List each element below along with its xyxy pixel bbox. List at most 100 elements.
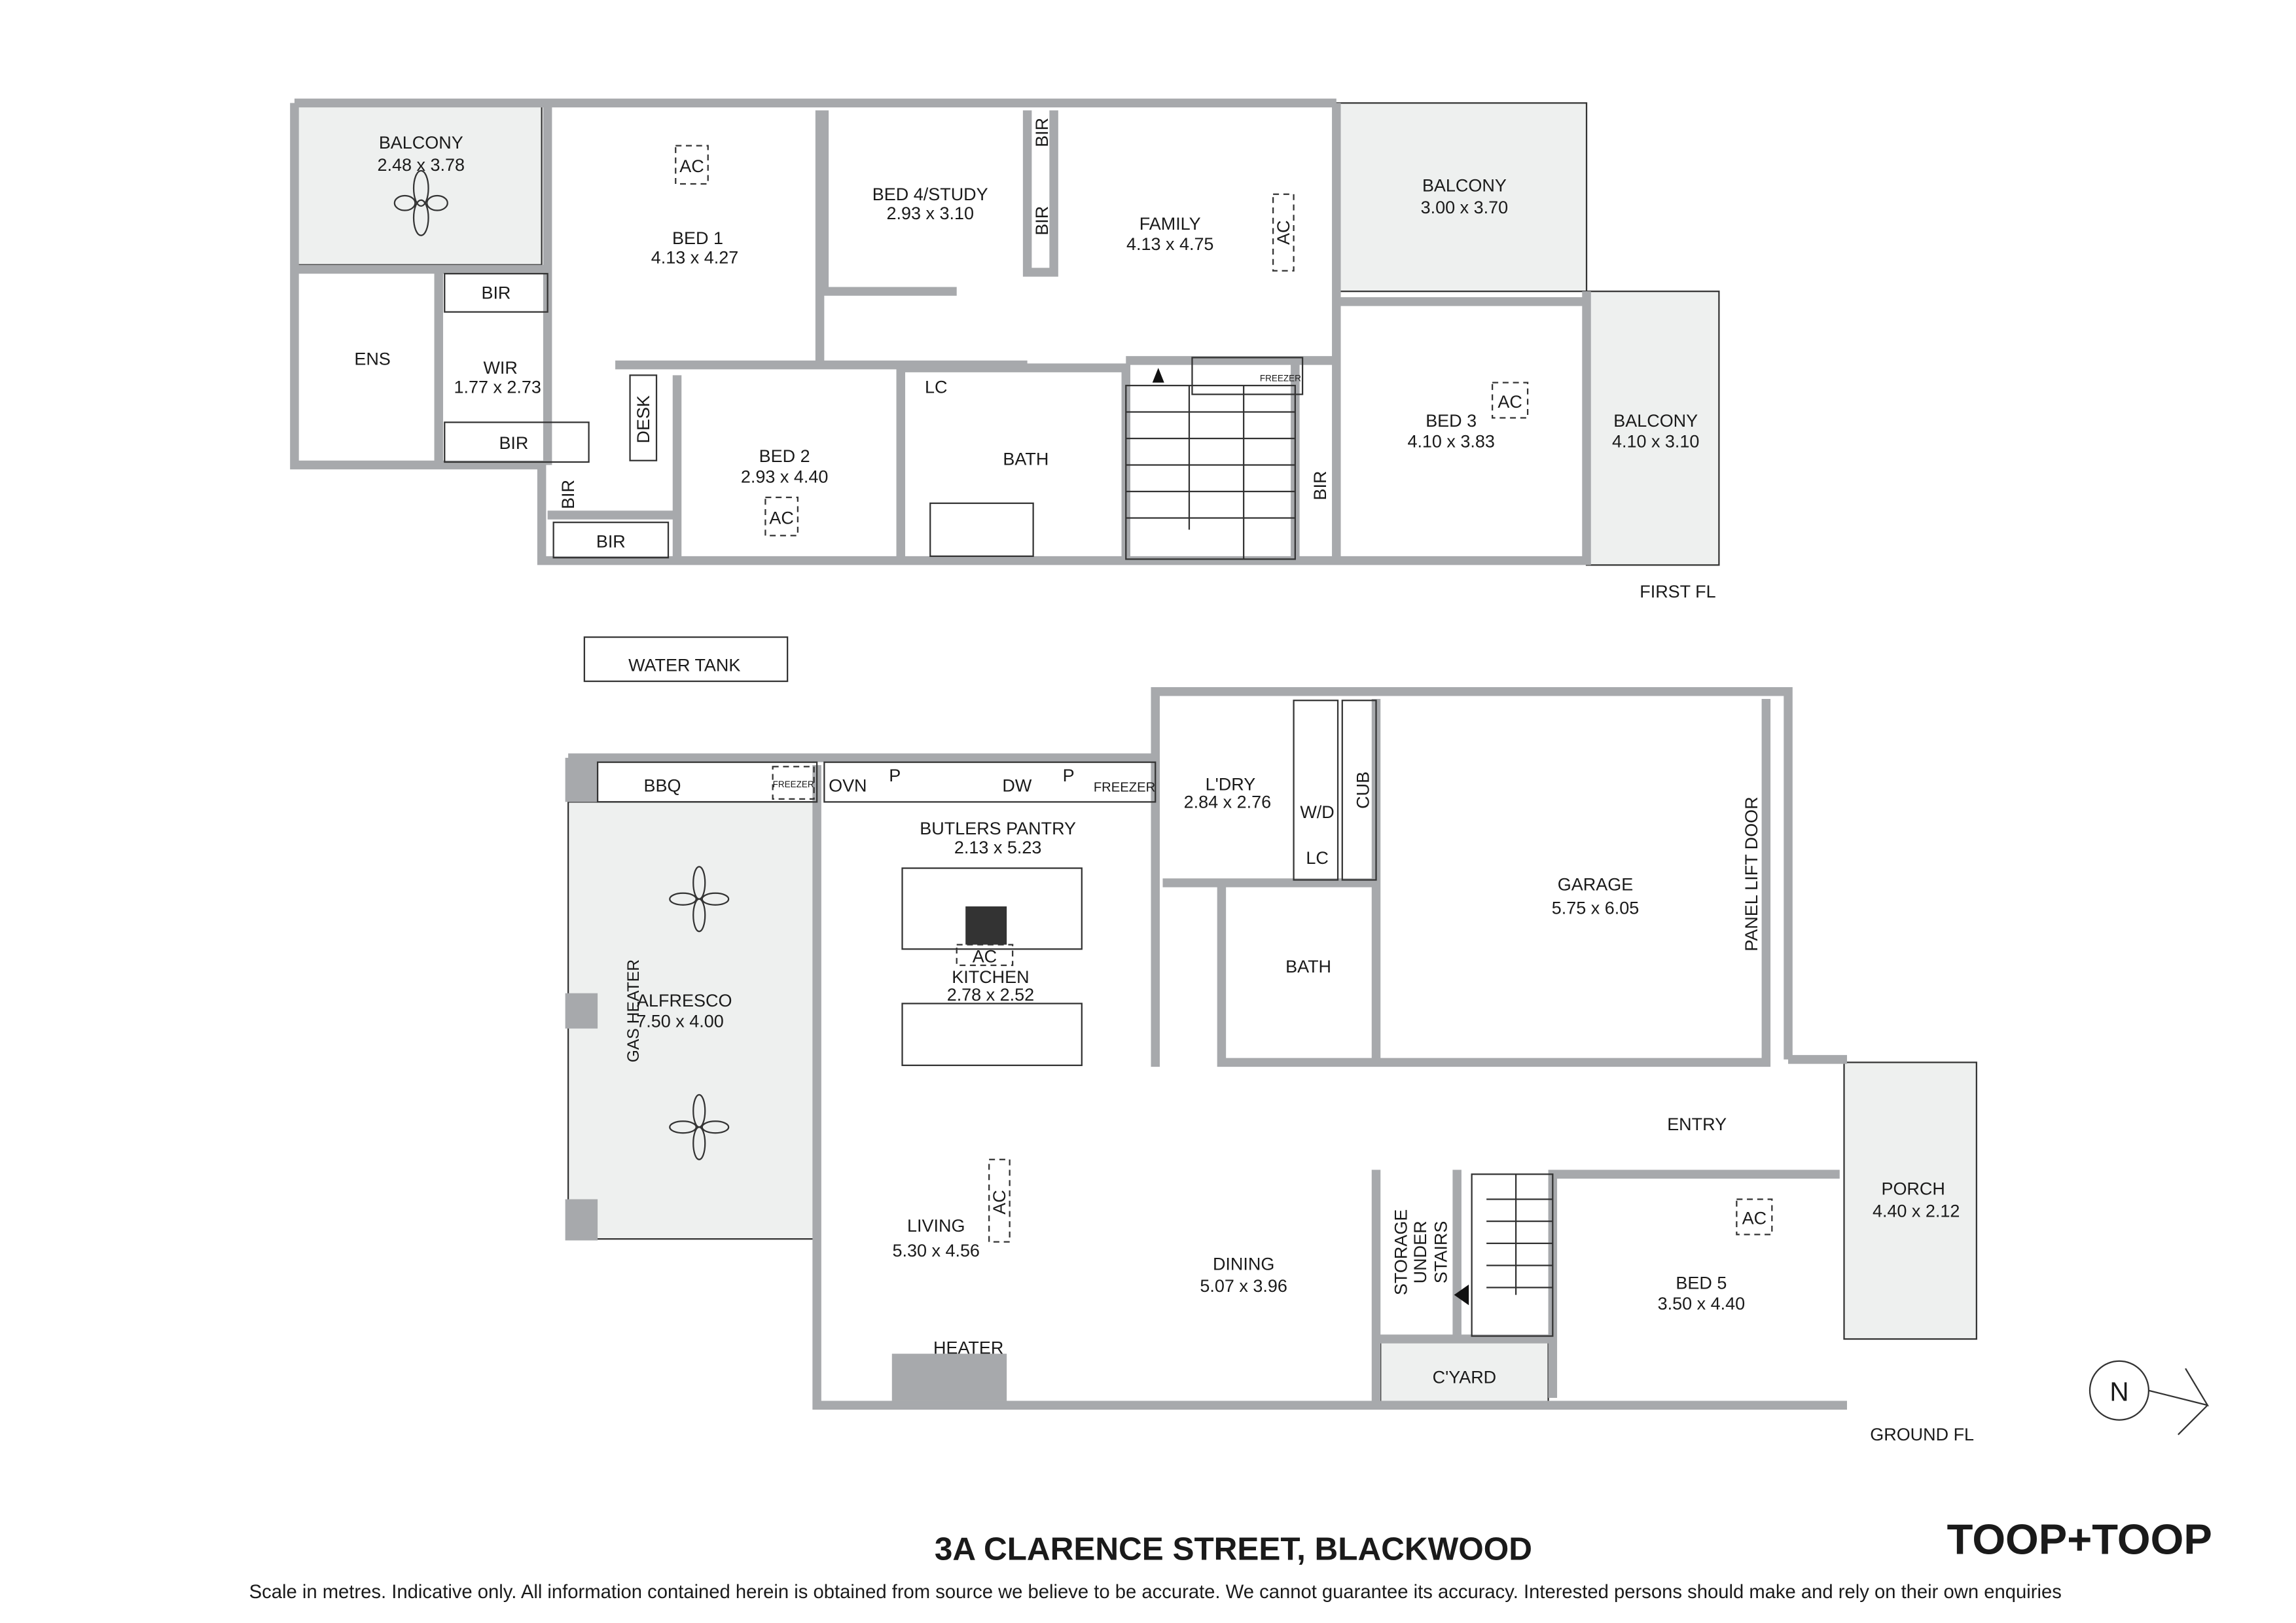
ac-unit-bed3: [1492, 382, 1529, 419]
bath-tub: [929, 502, 1034, 558]
desk-label: DESK: [634, 395, 653, 443]
bath-label: BATH: [1285, 957, 1331, 976]
room-name: BALCONY: [1613, 411, 1698, 431]
room-size: 7.50 x 4.00: [636, 1011, 723, 1031]
under-label: UNDER: [1410, 1221, 1430, 1283]
ac-label: AC: [769, 508, 793, 527]
room-size: 2.84 x 2.76: [1184, 792, 1271, 812]
alfresco-post: [565, 1199, 598, 1241]
room-name: BUTLERS PANTRY: [920, 819, 1076, 838]
room-name: KITCHEN: [952, 967, 1029, 987]
first-bir-3: [552, 522, 670, 559]
alfresco-area: [567, 801, 818, 1240]
room-size: 2.48 x 3.78: [378, 155, 465, 175]
room-name: BALCONY: [1422, 175, 1507, 195]
storage-label: STORAGE: [1391, 1209, 1411, 1295]
ac-label: AC: [1498, 392, 1522, 412]
room-size: 1.77 x 2.73: [454, 377, 541, 397]
bir-label: BIR: [1032, 206, 1052, 236]
room-name: WIR: [483, 358, 517, 378]
ac-unit-bed1: [675, 145, 709, 185]
room-size: 5.75 x 6.05: [1552, 898, 1639, 918]
pantry-label: P: [1063, 766, 1075, 785]
first-bir-1: [444, 273, 548, 313]
compass-label: N: [2109, 1376, 2128, 1406]
room-size: 3.00 x 3.70: [1421, 198, 1508, 217]
lc-label: LC: [1306, 848, 1328, 868]
bir-label: BIR: [1310, 471, 1330, 500]
bir-label: BIR: [481, 283, 511, 302]
ac-unit-bed2: [764, 496, 799, 537]
panel-lift-door-label: PANEL LIFT DOOR: [1742, 796, 1761, 951]
gas-heater: [565, 993, 598, 1029]
brand-logo: TOOP+TOOP: [1947, 1515, 2212, 1563]
laundry-bench: [1293, 700, 1339, 881]
room-size: 2.13 x 5.23: [954, 838, 1041, 857]
room-size: 2.93 x 4.40: [741, 467, 828, 486]
ac-label: AC: [973, 946, 997, 966]
ground-floor: ALFRESCO 7.50 x 4.00 BUTLERS PANTRY 2.13…: [565, 687, 1977, 1444]
room-size: 5.30 x 4.56: [893, 1241, 980, 1260]
ac-unit-living: [988, 1158, 1011, 1243]
gas-heater-label: GAS HEATER: [625, 959, 643, 1063]
room-size: 5.07 x 3.96: [1200, 1276, 1287, 1296]
water-tank-label: WATER TANK: [628, 655, 740, 675]
wd-label: W/D: [1300, 802, 1334, 822]
lc-label: LC: [925, 377, 947, 397]
kitchen-island: [901, 867, 1083, 950]
balcony-2-area: [1335, 102, 1588, 293]
room-size: 4.13 x 4.27: [651, 247, 738, 267]
room-name: BED 5: [1676, 1274, 1727, 1293]
cupboard: [1341, 700, 1377, 881]
room-size: 4.10 x 3.83: [1407, 432, 1494, 452]
outdoor-kitchen-bench: [596, 761, 818, 803]
stair-arrow-icon: [1152, 368, 1164, 383]
first-desk: [629, 374, 658, 461]
ovn-label: OVN: [829, 776, 867, 796]
ac-label: AC: [1274, 221, 1293, 245]
dw-label: DW: [1002, 776, 1031, 796]
cooktop-icon: [965, 906, 1007, 945]
porch-area: [1843, 1061, 1977, 1340]
entry-label: ENTRY: [1667, 1115, 1727, 1134]
ac-unit-bed5: [1736, 1198, 1773, 1236]
ceiling-fan-icon: [393, 169, 448, 236]
room-size: 4.13 x 4.75: [1126, 234, 1213, 254]
ac-unit-family: [1272, 193, 1295, 272]
stairs-label: STAIRS: [1431, 1221, 1450, 1283]
pantry-label: P: [889, 766, 901, 785]
bbq-label: BBQ: [644, 776, 681, 796]
room-name: PORCH: [1881, 1179, 1945, 1199]
bir-label: BIR: [596, 531, 626, 551]
bath-label: BATH: [1003, 449, 1049, 469]
room-name: L'DRY: [1206, 774, 1256, 794]
heater-hearth: [891, 1353, 1007, 1401]
ac-label: AC: [1742, 1209, 1767, 1228]
cub-label: CUB: [1353, 772, 1372, 809]
freezer-outline: [772, 766, 815, 800]
room-size: 2.78 x 2.52: [947, 985, 1034, 1005]
ceiling-fan-icon: [669, 1094, 730, 1160]
staircase: [1454, 1173, 1554, 1337]
stair-arrow-icon: [1454, 1284, 1469, 1306]
courtyard-label: C'YARD: [1433, 1368, 1497, 1387]
freezer-label: FREEZER: [773, 779, 814, 789]
room-name: FAMILY: [1139, 214, 1201, 234]
room-size: 3.50 x 4.40: [1658, 1294, 1745, 1313]
freezer-label: FREEZER: [1094, 781, 1155, 795]
water-tank: [583, 636, 789, 683]
ac-label: AC: [679, 156, 704, 176]
balcony-1-area: [293, 105, 543, 266]
north-arrow-icon: N: [2089, 1360, 2210, 1435]
freezer-label: FREEZER: [1260, 373, 1301, 383]
ens-label: ENS: [354, 349, 390, 369]
room-name: LIVING: [907, 1216, 965, 1236]
room-name: BED 4/STUDY: [872, 185, 988, 204]
pantry-bench: [823, 761, 1157, 803]
freezer-cabinet: [1191, 357, 1304, 395]
ac-unit-kitchen: [956, 944, 1014, 967]
balcony-3-area: [1585, 291, 1720, 566]
room-name: GARAGE: [1558, 874, 1633, 894]
ceiling-fan-icon: [669, 866, 730, 933]
